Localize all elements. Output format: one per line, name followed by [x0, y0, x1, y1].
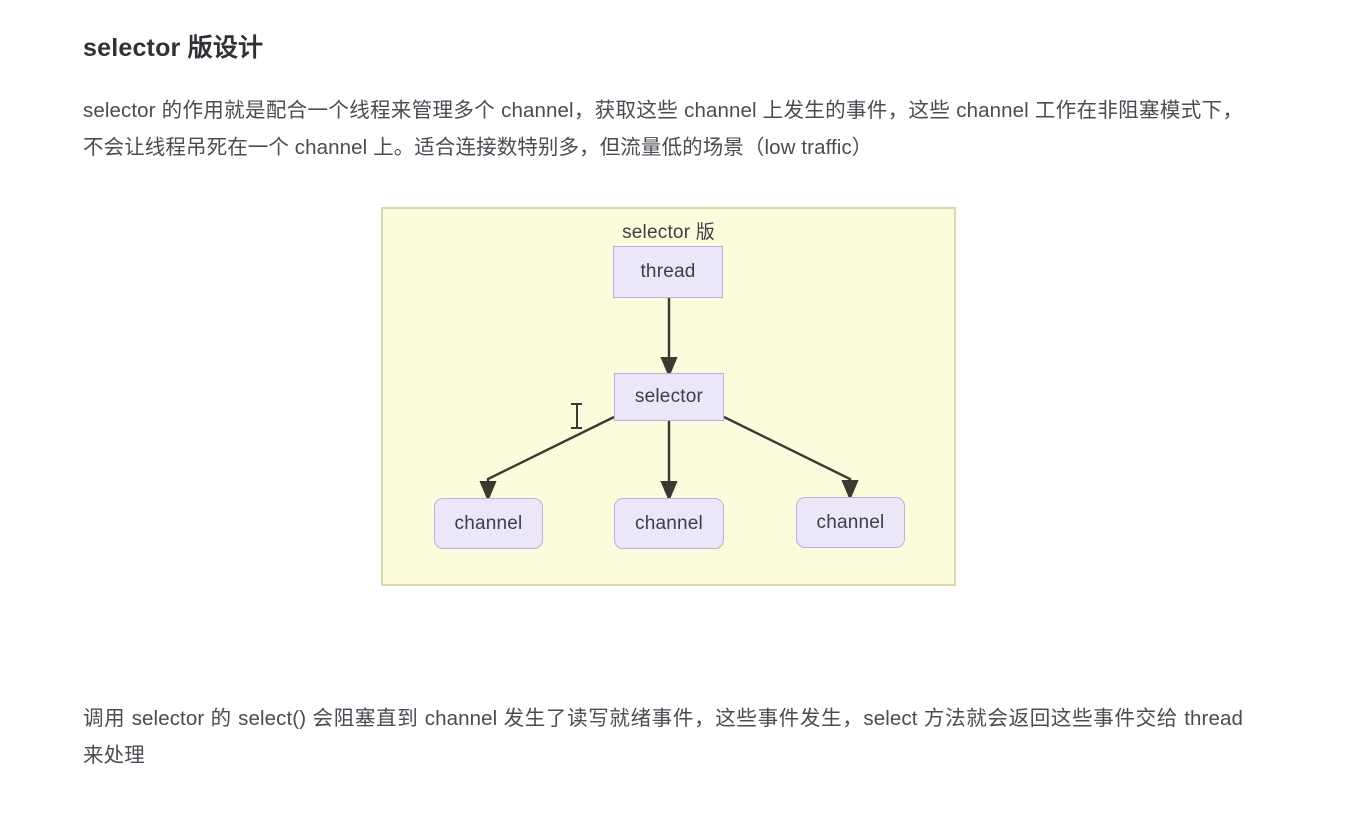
- diagram-node-channel-3: channel: [796, 497, 905, 548]
- diagram-node-channel-2: channel: [614, 498, 724, 549]
- diagram-node-thread: thread: [613, 246, 723, 298]
- diagram-arrows: [479, 298, 859, 502]
- closing-paragraph: 调用 selector 的 select() 会阻塞直到 channel 发生了…: [83, 707, 1243, 767]
- selector-design-diagram: selector 版 thread selector channel chann…: [381, 207, 956, 586]
- intro-paragraph: selector 的作用就是配合一个线程来管理多个 channel，获取这些 c…: [83, 99, 1243, 159]
- arrow-selector-to-channel-3: [723, 415, 859, 501]
- page-title: selector 版设计: [83, 34, 264, 62]
- diagram-node-channel-1: channel: [434, 498, 543, 549]
- arrow-selector-to-channel-1: [479, 415, 615, 502]
- diagram-title: selector 版: [622, 222, 715, 243]
- diagram-node-selector: selector: [614, 373, 724, 421]
